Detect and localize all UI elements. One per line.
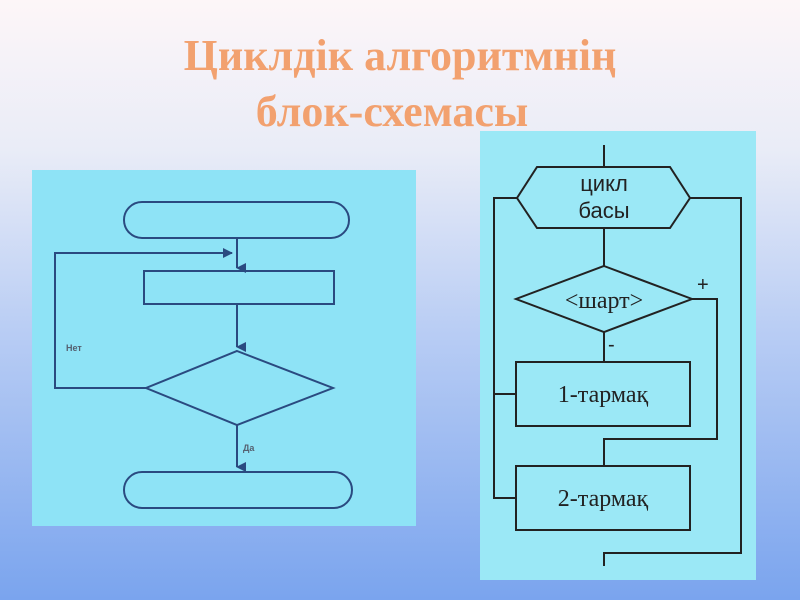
start-terminator bbox=[123, 201, 350, 239]
branch2-label: 2-тармақ bbox=[558, 486, 649, 512]
left-flowchart-panel: Нет Да bbox=[32, 170, 416, 526]
loop-start-label-line1: цикл bbox=[580, 171, 628, 196]
branch1-label: 1-тармақ bbox=[558, 382, 649, 408]
left-flowchart: Нет Да bbox=[54, 201, 353, 509]
yes-label: Да bbox=[243, 443, 255, 453]
process-block bbox=[143, 270, 335, 305]
plus-label: + bbox=[697, 274, 709, 296]
slide-title-line2: блок-схемасы bbox=[255, 87, 529, 136]
slide-title-line1: Циклдік алгоритмнің bbox=[183, 31, 617, 80]
minus-label: - bbox=[608, 334, 615, 356]
no-label: Нет bbox=[66, 343, 82, 353]
end-terminator bbox=[123, 471, 353, 509]
decision-diamond bbox=[143, 349, 336, 427]
right-flowchart-panel: цикл басы <шарт> + - 1-тармақ 2-тармақ bbox=[480, 131, 756, 580]
right-flowchart: цикл басы <шарт> + - 1-тармақ 2-тармақ bbox=[493, 145, 742, 566]
exit-right-line bbox=[603, 197, 742, 566]
condition-label: <шарт> bbox=[565, 288, 643, 314]
loop-start-label-line2: басы bbox=[578, 198, 629, 223]
loop-return-line-left bbox=[493, 197, 517, 395]
loop-back-line-no bbox=[54, 248, 233, 389]
plus-branch-line bbox=[603, 298, 718, 466]
branch2-return-line-left bbox=[493, 394, 516, 499]
